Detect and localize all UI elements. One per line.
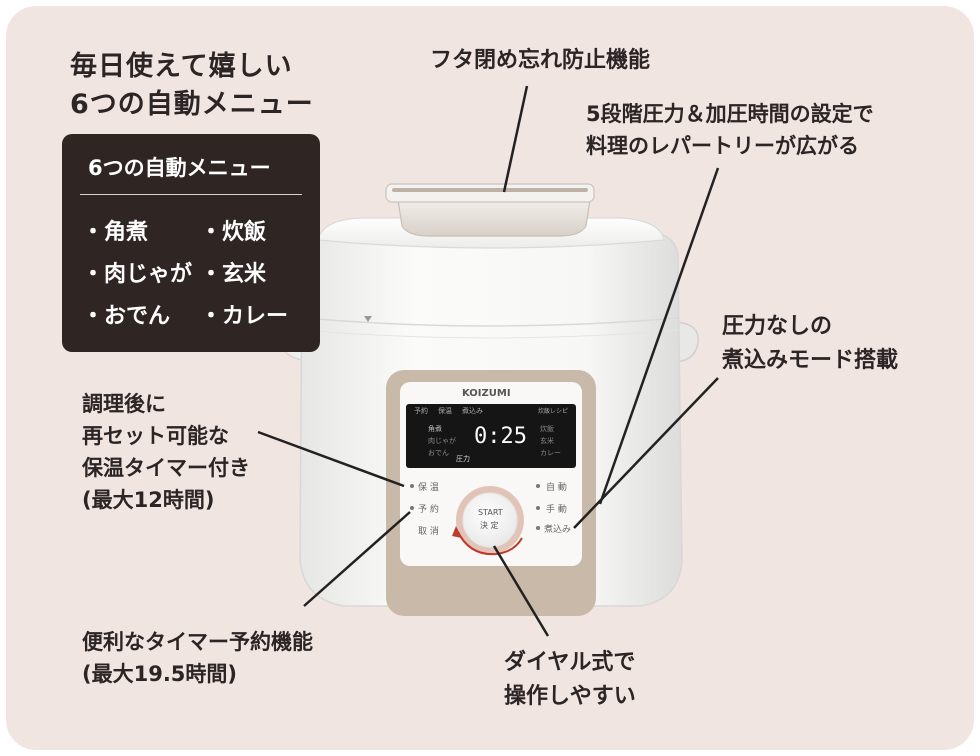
callout-keep-warm-line-4: (最大12時間) — [82, 488, 215, 512]
callout-dial: ダイヤル式で 操作しやすい — [504, 646, 636, 714]
display-tab-reserve: 予約 — [414, 407, 428, 415]
auto-menu-box: 6つの自動メニュー ・角煮 ・炊飯 ・肉じゃが ・玄米 ・おでん ・カレー — [62, 134, 320, 352]
manual-button[interactable]: 手 動 — [546, 505, 567, 515]
menu-item-curry: ・カレー — [200, 304, 289, 329]
callout-no-pressure-line-2: 煮込みモード搭載 — [722, 348, 899, 373]
callout-dial-line-2: 操作しやすい — [504, 684, 636, 709]
callout-reserve: 便利なタイマー予約機能 (最大19.5時間) — [82, 626, 313, 690]
brand-label: KOIZUMI — [462, 388, 511, 399]
menu-item-rice: ・炊飯 — [200, 220, 267, 245]
display-right-curry: カレー — [540, 449, 561, 457]
cancel-button[interactable]: 取 消 — [418, 527, 439, 537]
dial-decide-label[interactable]: 決 定 — [480, 521, 499, 530]
menu-box-title: 6つの自動メニュー — [88, 156, 271, 180]
display-menu-kakuni: 角煮 — [428, 425, 442, 433]
lid-knob — [397, 199, 591, 237]
dial-rotate-arrow — [457, 531, 523, 556]
keep-warm-button[interactable]: 保 温 — [418, 483, 439, 493]
callout-keep-warm-line-3: 保温タイマー付き — [82, 456, 250, 480]
headline: 毎日使えて嬉しい 6つの自動メニュー — [70, 48, 314, 124]
headline-line-1: 毎日使えて嬉しい — [70, 51, 293, 82]
callout-no-pressure-line-1: 圧力なしの — [722, 314, 833, 339]
display-menu-nikujaga: 肉じゃが — [428, 437, 456, 445]
display-right-genmai: 玄米 — [540, 437, 554, 445]
menu-item-kakuni: ・角煮 — [82, 220, 149, 245]
display-time: 0:25 — [474, 424, 527, 449]
display-right-header: 炊飯レシピ — [538, 408, 569, 415]
dial — [462, 492, 518, 548]
lcd-display — [406, 404, 576, 468]
callout-pressure: 5段階圧力＆加圧時間の設定で 料理のレパートリーが広がる — [586, 98, 874, 162]
display-menu-oden: おでん — [428, 449, 449, 457]
callout-pressure-line-1: 5段階圧力＆加圧時間の設定で — [586, 102, 874, 126]
display-pressure-label: 圧力 — [456, 455, 470, 463]
lid-arrow-mark — [364, 316, 372, 322]
callout-keep-warm: 調理後に 再セット可能な 保温タイマー付き (最大12時間) — [82, 388, 250, 516]
callout-keep-warm-line-2: 再セット可能な — [82, 424, 229, 448]
reserve-button[interactable]: 予 約 — [418, 505, 439, 515]
display-tab-simmer: 煮込み — [462, 407, 483, 415]
display-tab-warm: 保温 — [438, 407, 452, 415]
callout-lid-lock: フタ閉め忘れ防止機能 — [430, 48, 651, 73]
callout-dial-line-1: ダイヤル式で — [504, 650, 636, 675]
callout-no-pressure: 圧力なしの 煮込みモード搭載 — [722, 310, 898, 378]
menu-item-nikujaga: ・肉じゃが — [82, 262, 193, 287]
display-right-rice: 炊飯 — [540, 425, 554, 433]
callout-keep-warm-line-1: 調理後に — [82, 392, 166, 416]
headline-line-2: 6つの自動メニュー — [70, 89, 314, 120]
simmer-button[interactable]: 煮込み — [544, 525, 572, 535]
callout-reserve-line-2: (最大19.5時間) — [82, 662, 238, 686]
callout-lines — [257, 85, 720, 637]
callout-reserve-line-1: 便利なタイマー予約機能 — [82, 630, 313, 654]
dial-start-label[interactable]: START — [478, 508, 503, 517]
menu-box-divider — [80, 194, 302, 195]
lid-knob-top — [385, 183, 595, 203]
auto-button[interactable]: 自 動 — [546, 483, 567, 493]
menu-item-oden: ・おでん — [82, 304, 171, 329]
callout-pressure-line-2: 料理のレパートリーが広がる — [586, 134, 859, 158]
right-handle — [675, 321, 699, 363]
menu-item-genmai: ・玄米 — [200, 262, 267, 287]
